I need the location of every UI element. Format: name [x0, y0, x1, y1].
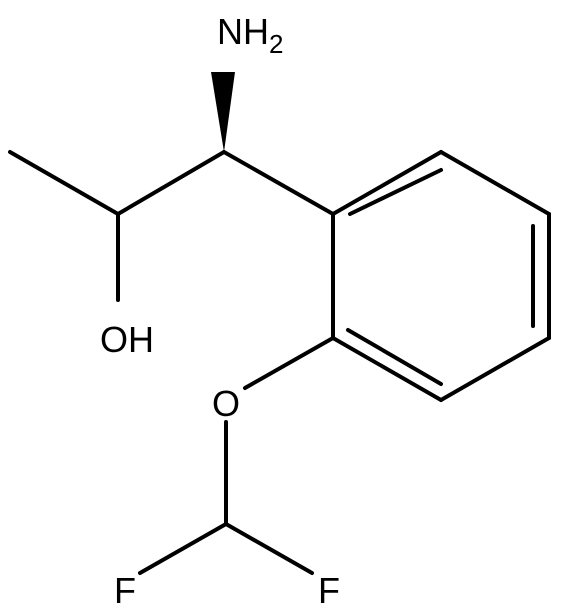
bond-difluoromethyl-fluorine-right [224, 522, 314, 575]
amine-label-subscript: 2 [269, 29, 283, 59]
fluorine-right-label: F [318, 570, 340, 611]
hydroxyl-label: OH [100, 319, 154, 360]
ring-bond [331, 336, 443, 402]
wedge-bond-amine [211, 72, 235, 152]
bond-carbinol-methyl [8, 150, 120, 216]
amine-label: NH2 [217, 11, 283, 59]
fluorine-left-label: F [114, 570, 136, 611]
bond-ring-ether-oxygen [243, 336, 335, 390]
ring-bond [439, 336, 551, 402]
bond-stereocenter-ring [222, 150, 335, 216]
ring-double-bond-inner [346, 328, 443, 386]
bond-difluoromethyl-fluorine-left [138, 522, 228, 575]
ring-bond [331, 150, 443, 216]
bond-stereocenter-carbinol [116, 150, 226, 216]
ring-bond [439, 150, 551, 216]
ether-oxygen-label: O [212, 383, 240, 424]
amine-label-main: NH [217, 11, 269, 52]
benzene-ring [331, 150, 551, 402]
ring-double-bond-inner [348, 168, 443, 216]
